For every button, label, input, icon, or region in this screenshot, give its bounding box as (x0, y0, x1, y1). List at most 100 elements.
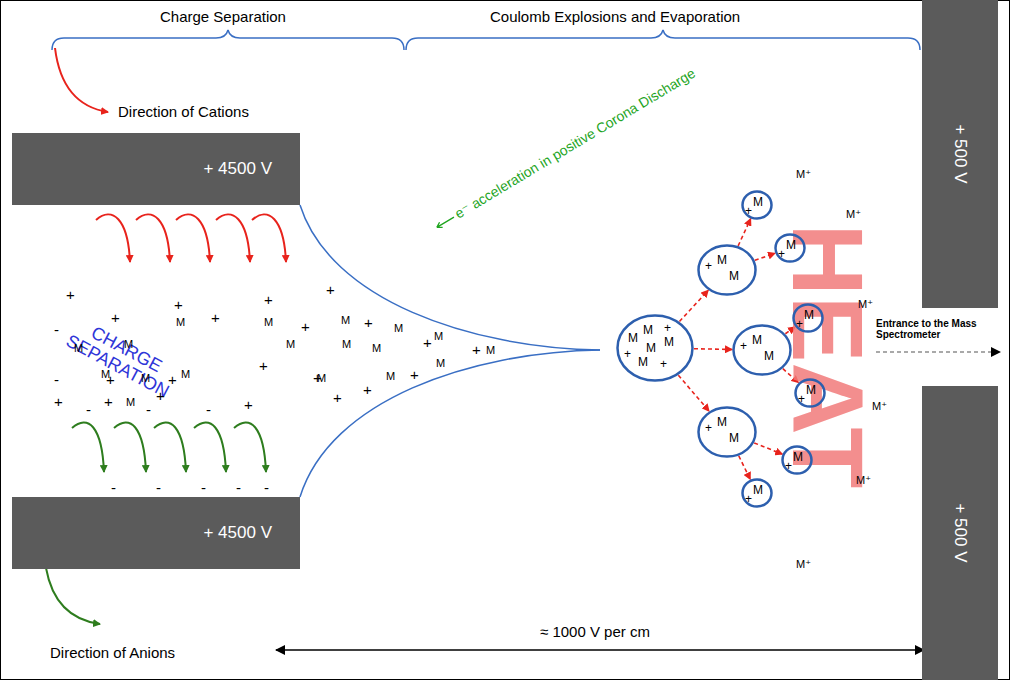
anion-arrow (72, 422, 104, 472)
symbol-text: + (423, 335, 432, 352)
symbol-text: M⁺ (856, 474, 871, 486)
label-text: e⁻ acceleration in positive Corona Disch… (452, 66, 698, 222)
droplet: MMMMM+++ (616, 314, 694, 382)
droplet-text: M (664, 336, 674, 348)
symbol-text: M (386, 370, 395, 382)
symbol-text: M⁺ (858, 298, 873, 310)
rotated-label: CHARGE SEPARATION (60, 313, 184, 403)
droplet: + MM (697, 406, 757, 458)
symbol-text: - (156, 480, 161, 497)
droplet-text: M (753, 484, 763, 496)
symbol-text: M (126, 396, 135, 408)
symbol-text: M (436, 357, 445, 369)
symbol-text: + (156, 388, 165, 405)
droplet-text: + (785, 460, 792, 472)
droplet-text: M (793, 451, 803, 463)
bracket (52, 30, 404, 50)
droplet: M+ (741, 478, 773, 508)
label-text: Entrance to the Mass Spectrometer (876, 318, 1004, 340)
fission-arrow (739, 456, 751, 479)
droplet-text: + (624, 348, 631, 360)
symbol-text: M (101, 368, 110, 380)
droplet: M+ (794, 378, 826, 408)
symbol-text: + (244, 397, 253, 414)
label-text: CHARGE SEPARATION (60, 313, 184, 403)
symbol-text: M (181, 368, 190, 380)
droplet-text: M (717, 254, 727, 266)
symbol-text: - (111, 480, 116, 497)
anion-arrow (234, 422, 266, 472)
droplet: + MM (697, 244, 757, 296)
symbol-text: - (54, 322, 59, 339)
droplet-text: + (705, 422, 712, 434)
droplet-text: + (740, 340, 747, 352)
symbol-text: M (286, 338, 295, 350)
cation-arrow (176, 214, 210, 262)
voltage-text: + 500 V (950, 503, 970, 562)
symbol-text: M⁺ (796, 558, 811, 570)
symbol-text: M (372, 342, 381, 354)
symbol-text: + (168, 372, 177, 389)
voltage-text: + 500 V (950, 124, 970, 183)
droplet-text: M (729, 270, 739, 282)
symbol-text: - (146, 402, 151, 419)
fission-arrow (694, 348, 732, 350)
droplet-text: M (804, 309, 814, 321)
droplet-text: M (764, 350, 774, 362)
symbol-text: + (364, 315, 373, 332)
symbol-text: + (301, 319, 310, 336)
symbol-text: M (341, 314, 350, 326)
symbol-text: - (236, 480, 241, 497)
label-text: Coulomb Explosions and Evaporation (490, 9, 740, 26)
cation-arrow (96, 214, 130, 262)
symbol-text: + (66, 287, 75, 304)
taylor-cone (300, 350, 600, 497)
droplet-text: + (745, 493, 752, 505)
droplet-text: M (717, 416, 727, 428)
taylor-cone (300, 205, 600, 350)
anion-arrow (114, 422, 146, 472)
symbol-text: M (342, 338, 351, 350)
droplet: M+ (792, 303, 824, 333)
bracket (406, 30, 920, 50)
label-text: ≈ 1000 V per cm (540, 624, 650, 641)
symbol-text: + (111, 310, 120, 327)
voltage-text: + 4500 V (203, 523, 272, 543)
symbol-text: M (141, 372, 150, 384)
droplet-text: M (806, 384, 816, 396)
fission-arrow (738, 219, 751, 246)
fission-arrow (679, 290, 708, 321)
label-text: Direction of Anions (50, 645, 175, 662)
symbol-text: + (472, 342, 481, 359)
symbol-text: + (174, 297, 183, 314)
droplet-text: M (752, 334, 762, 346)
fission-arrow (755, 253, 775, 260)
droplet-text: M (628, 332, 638, 344)
symbol-text: + (333, 390, 342, 407)
symbol-text: M⁺ (846, 208, 861, 220)
electrode-plate: + 500 V (922, 0, 998, 308)
symbol-text: - (86, 402, 91, 419)
label-text: Charge Separation (160, 9, 286, 26)
droplet-text: + (705, 260, 712, 272)
symbol-text: + (326, 282, 335, 299)
symbol-text: M (486, 344, 495, 356)
electrode-plate: + 500 V (922, 386, 998, 680)
cation-arrow (55, 48, 108, 112)
symbol-text: + (211, 310, 220, 327)
symbol-text: - (201, 480, 206, 497)
rotated-label: e⁻ acceleration in positive Corona Disch… (432, 66, 698, 234)
cation-arrow (216, 214, 250, 262)
symbol-text: + (259, 358, 268, 375)
fission-arrow (678, 375, 709, 411)
symbol-text: M (317, 372, 326, 384)
symbol-text: + (104, 394, 113, 411)
droplet-text: M (638, 356, 648, 368)
droplet-text: M (643, 324, 653, 336)
droplet-text: + (796, 318, 803, 330)
droplet-text: M (729, 432, 739, 444)
electrode-plate: + 4500 V (12, 133, 300, 205)
droplet-text: M (786, 239, 796, 251)
anion-arrow (194, 422, 226, 472)
